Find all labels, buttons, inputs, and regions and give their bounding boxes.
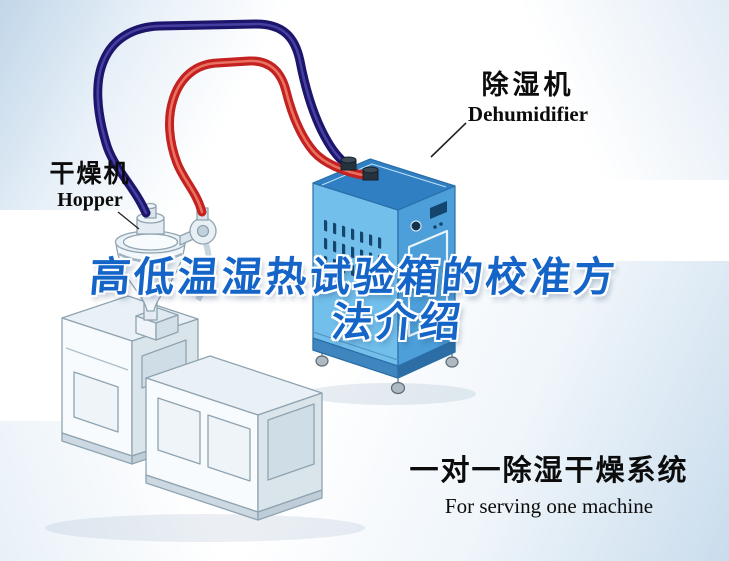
fitting-1-top [340, 156, 357, 164]
dehumidifier-label: 除湿机 Dehumidifier [452, 70, 604, 127]
system-caption: 一对一除湿干燥系统 For serving one machine [396, 447, 702, 519]
caption-en: For serving one machine [444, 494, 654, 518]
dehumidifier-shadow [304, 383, 476, 405]
cabinet-seam [65, 347, 129, 371]
hopper-clamp-band [118, 252, 183, 263]
button-dot-2 [439, 222, 443, 226]
caption-zh: 一对一除湿干燥系统 [409, 453, 689, 487]
hopper-illustration [114, 202, 217, 321]
fitting-2-top [362, 166, 379, 174]
watermark-line-2: 法介绍 [329, 298, 466, 346]
hopper-label-en: Hopper [57, 189, 123, 212]
dehumidifier-leader-line [430, 122, 467, 158]
button-dot-1 [433, 225, 437, 229]
blower-hub [196, 224, 210, 238]
dehumidifier-label-en: Dehumidifier [467, 102, 589, 127]
gauge-icon [410, 220, 422, 232]
cabinet-door-panel [73, 371, 119, 433]
extruder-shadow [45, 514, 365, 542]
extruder-illustration [61, 295, 323, 521]
dehumidifier-label-zh: 除湿机 [481, 70, 575, 101]
hopper-label-zh: 干燥机 [49, 159, 131, 188]
display-icon [430, 201, 447, 219]
hopper-leader-line [117, 211, 140, 230]
hopper-label: 干燥机 Hopper [42, 159, 138, 212]
